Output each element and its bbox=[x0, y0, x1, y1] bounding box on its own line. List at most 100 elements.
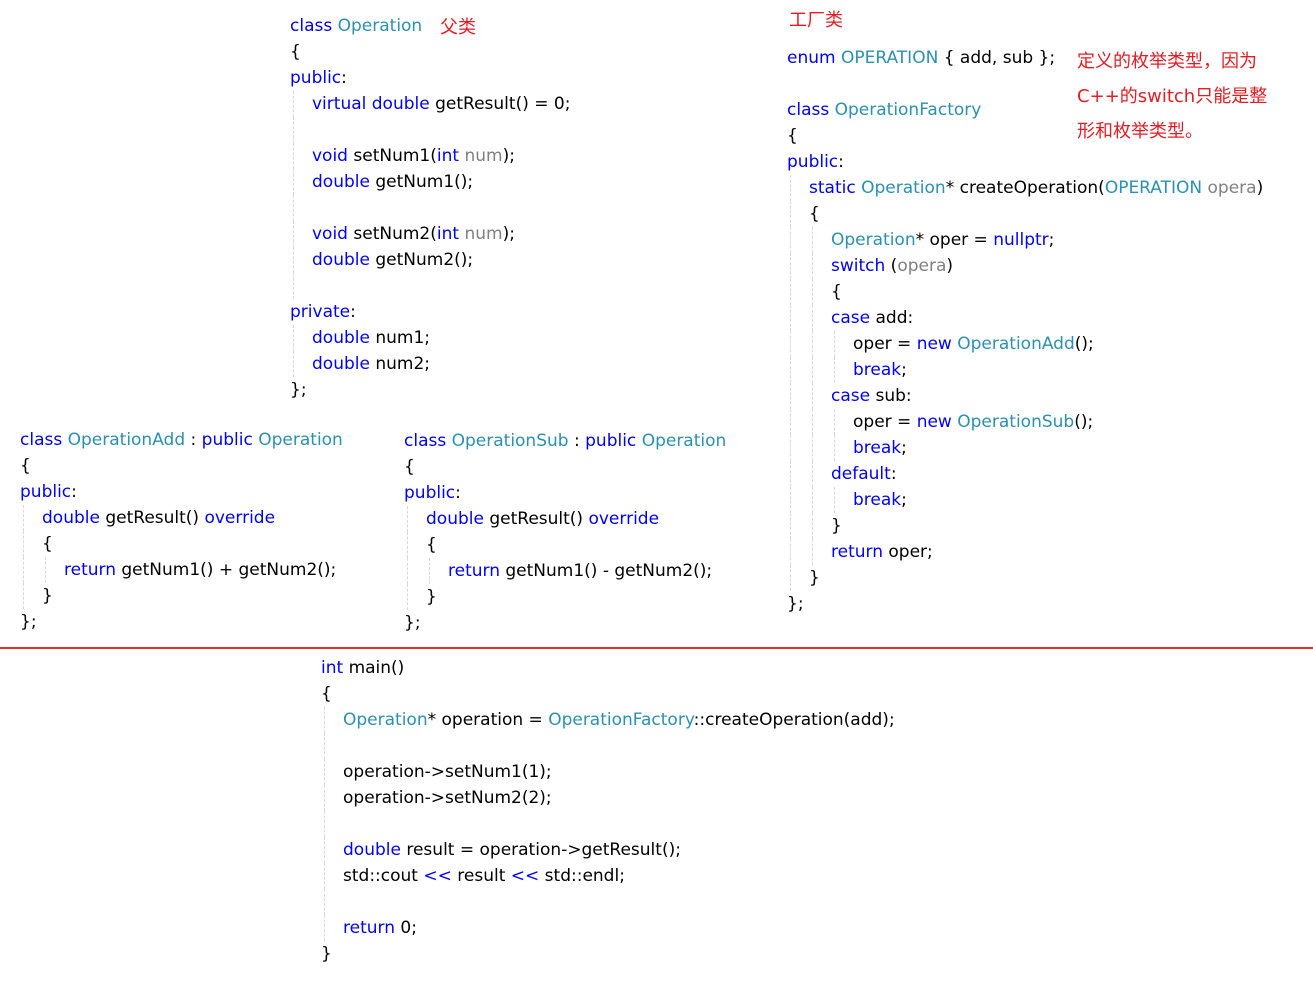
code-line: { bbox=[20, 453, 395, 479]
code-token: virtual bbox=[312, 94, 367, 114]
indent-guide bbox=[293, 325, 294, 351]
indent-guide bbox=[834, 357, 835, 383]
code-token: sub: bbox=[870, 386, 912, 406]
indent-guide bbox=[790, 305, 791, 331]
annotation-enum-note-line: 形和枚举类型。 bbox=[1077, 121, 1203, 142]
code-token: ; bbox=[901, 490, 907, 510]
code-token: }; bbox=[20, 612, 37, 632]
code-line: class OperationAdd : public Operation bbox=[20, 427, 395, 453]
code-token: OPERATION bbox=[840, 48, 939, 68]
code-token: double bbox=[312, 172, 370, 192]
code-line: public: bbox=[404, 480, 779, 506]
indent-guide bbox=[812, 461, 813, 487]
code-line: double num1; bbox=[290, 325, 710, 351]
code-line: operation->setNum2(2); bbox=[321, 785, 1021, 811]
code-token: override bbox=[588, 509, 660, 529]
indent-guide bbox=[23, 531, 24, 557]
code-token: public bbox=[404, 483, 456, 503]
code-token: } bbox=[321, 944, 332, 964]
code-token: Operation bbox=[258, 430, 343, 450]
code-token: ::createOperation(add); bbox=[693, 710, 895, 730]
indent-guide bbox=[293, 247, 294, 273]
code-token: main() bbox=[343, 658, 405, 678]
code-token: } bbox=[426, 587, 437, 607]
indent-guide bbox=[293, 169, 294, 195]
code-token: add: bbox=[870, 308, 914, 328]
indent-guide bbox=[324, 759, 325, 785]
code-token: Operation bbox=[343, 710, 428, 730]
code-line: int main() bbox=[321, 655, 1021, 681]
indent-guide bbox=[407, 532, 408, 558]
indent-guide bbox=[324, 915, 325, 941]
indent-guide bbox=[790, 383, 791, 409]
code-token: (); bbox=[1074, 334, 1094, 354]
code-line: void setNum1(int num); bbox=[290, 143, 710, 169]
code-line: case add: bbox=[787, 305, 1307, 331]
code-line: } bbox=[787, 565, 1307, 591]
indent-guide bbox=[790, 279, 791, 305]
code-token: getNum1() - getNum2(); bbox=[499, 561, 713, 581]
indent-guide bbox=[812, 383, 813, 409]
code-token: : bbox=[838, 152, 844, 172]
code-token: { bbox=[809, 204, 820, 224]
code-block-class-operation-add: class OperationAdd : public Operation{pu… bbox=[20, 427, 395, 635]
code-line: break; bbox=[787, 487, 1307, 513]
indent-guide bbox=[812, 435, 813, 461]
indent-guide bbox=[790, 227, 791, 253]
code-line: static Operation* createOperation(OPERAT… bbox=[787, 175, 1307, 201]
code-line: oper = new OperationAdd(); bbox=[787, 331, 1307, 357]
code-token: operation->setNum1(1); bbox=[343, 762, 552, 782]
code-line: double getNum2(); bbox=[290, 247, 710, 273]
code-token: * createOperation( bbox=[945, 178, 1105, 198]
code-line: } bbox=[20, 583, 395, 609]
code-token: ); bbox=[502, 224, 515, 244]
code-token: : bbox=[455, 483, 461, 503]
code-line: std::cout << result << std::endl; bbox=[321, 863, 1021, 889]
code-token: ) bbox=[1256, 178, 1264, 198]
code-block-main-function: int main(){Operation* operation = Operat… bbox=[321, 655, 1021, 967]
code-line: { bbox=[404, 532, 779, 558]
code-token: int bbox=[321, 658, 344, 678]
code-token: double bbox=[343, 840, 401, 860]
code-line: Operation* oper = nullptr; bbox=[787, 227, 1307, 253]
code-token: case bbox=[831, 308, 871, 328]
code-token: double bbox=[426, 509, 484, 529]
code-token: std::cout bbox=[343, 866, 424, 886]
code-token: num bbox=[464, 224, 503, 244]
code-token: getNum1() + getNum2(); bbox=[115, 560, 337, 580]
code-token: class bbox=[20, 430, 63, 450]
code-token: ; bbox=[901, 360, 907, 380]
indent-guide bbox=[324, 811, 325, 837]
code-line: double getResult() override bbox=[20, 505, 395, 531]
code-token: return bbox=[64, 560, 116, 580]
code-block-class-operation: class Operation{public:virtual double ge… bbox=[290, 13, 710, 403]
code-line: { bbox=[20, 531, 395, 557]
code-line: public: bbox=[20, 479, 395, 505]
code-line: switch (opera) bbox=[787, 253, 1307, 279]
indent-guide bbox=[324, 837, 325, 863]
code-line: enum OPERATION { add, sub }; bbox=[787, 45, 1307, 71]
code-token: }; bbox=[787, 594, 804, 614]
code-line: return getNum1() - getNum2(); bbox=[404, 558, 779, 584]
code-token: public bbox=[201, 430, 253, 450]
code-line: operation->setNum1(1); bbox=[321, 759, 1021, 785]
indent-guide bbox=[790, 201, 791, 227]
annotation-parent-class: 父类 bbox=[440, 17, 476, 38]
code-token: num2; bbox=[369, 354, 431, 374]
indent-guide bbox=[790, 565, 791, 591]
code-token: double bbox=[312, 328, 370, 348]
code-line: }; bbox=[20, 609, 395, 635]
code-token: nullptr bbox=[993, 230, 1049, 250]
code-token: getNum1(); bbox=[369, 172, 474, 192]
code-line: private: bbox=[290, 299, 710, 325]
code-line: double result = operation->getResult(); bbox=[321, 837, 1021, 863]
code-token: { bbox=[404, 457, 415, 477]
indent-guide bbox=[790, 487, 791, 513]
code-token: opera bbox=[1207, 178, 1257, 198]
code-token: return bbox=[448, 561, 500, 581]
indent-guide bbox=[23, 505, 24, 531]
code-token: ( bbox=[885, 256, 898, 276]
code-token: getResult() bbox=[483, 509, 589, 529]
code-token: getResult() bbox=[99, 508, 205, 528]
code-token: return bbox=[343, 918, 395, 938]
